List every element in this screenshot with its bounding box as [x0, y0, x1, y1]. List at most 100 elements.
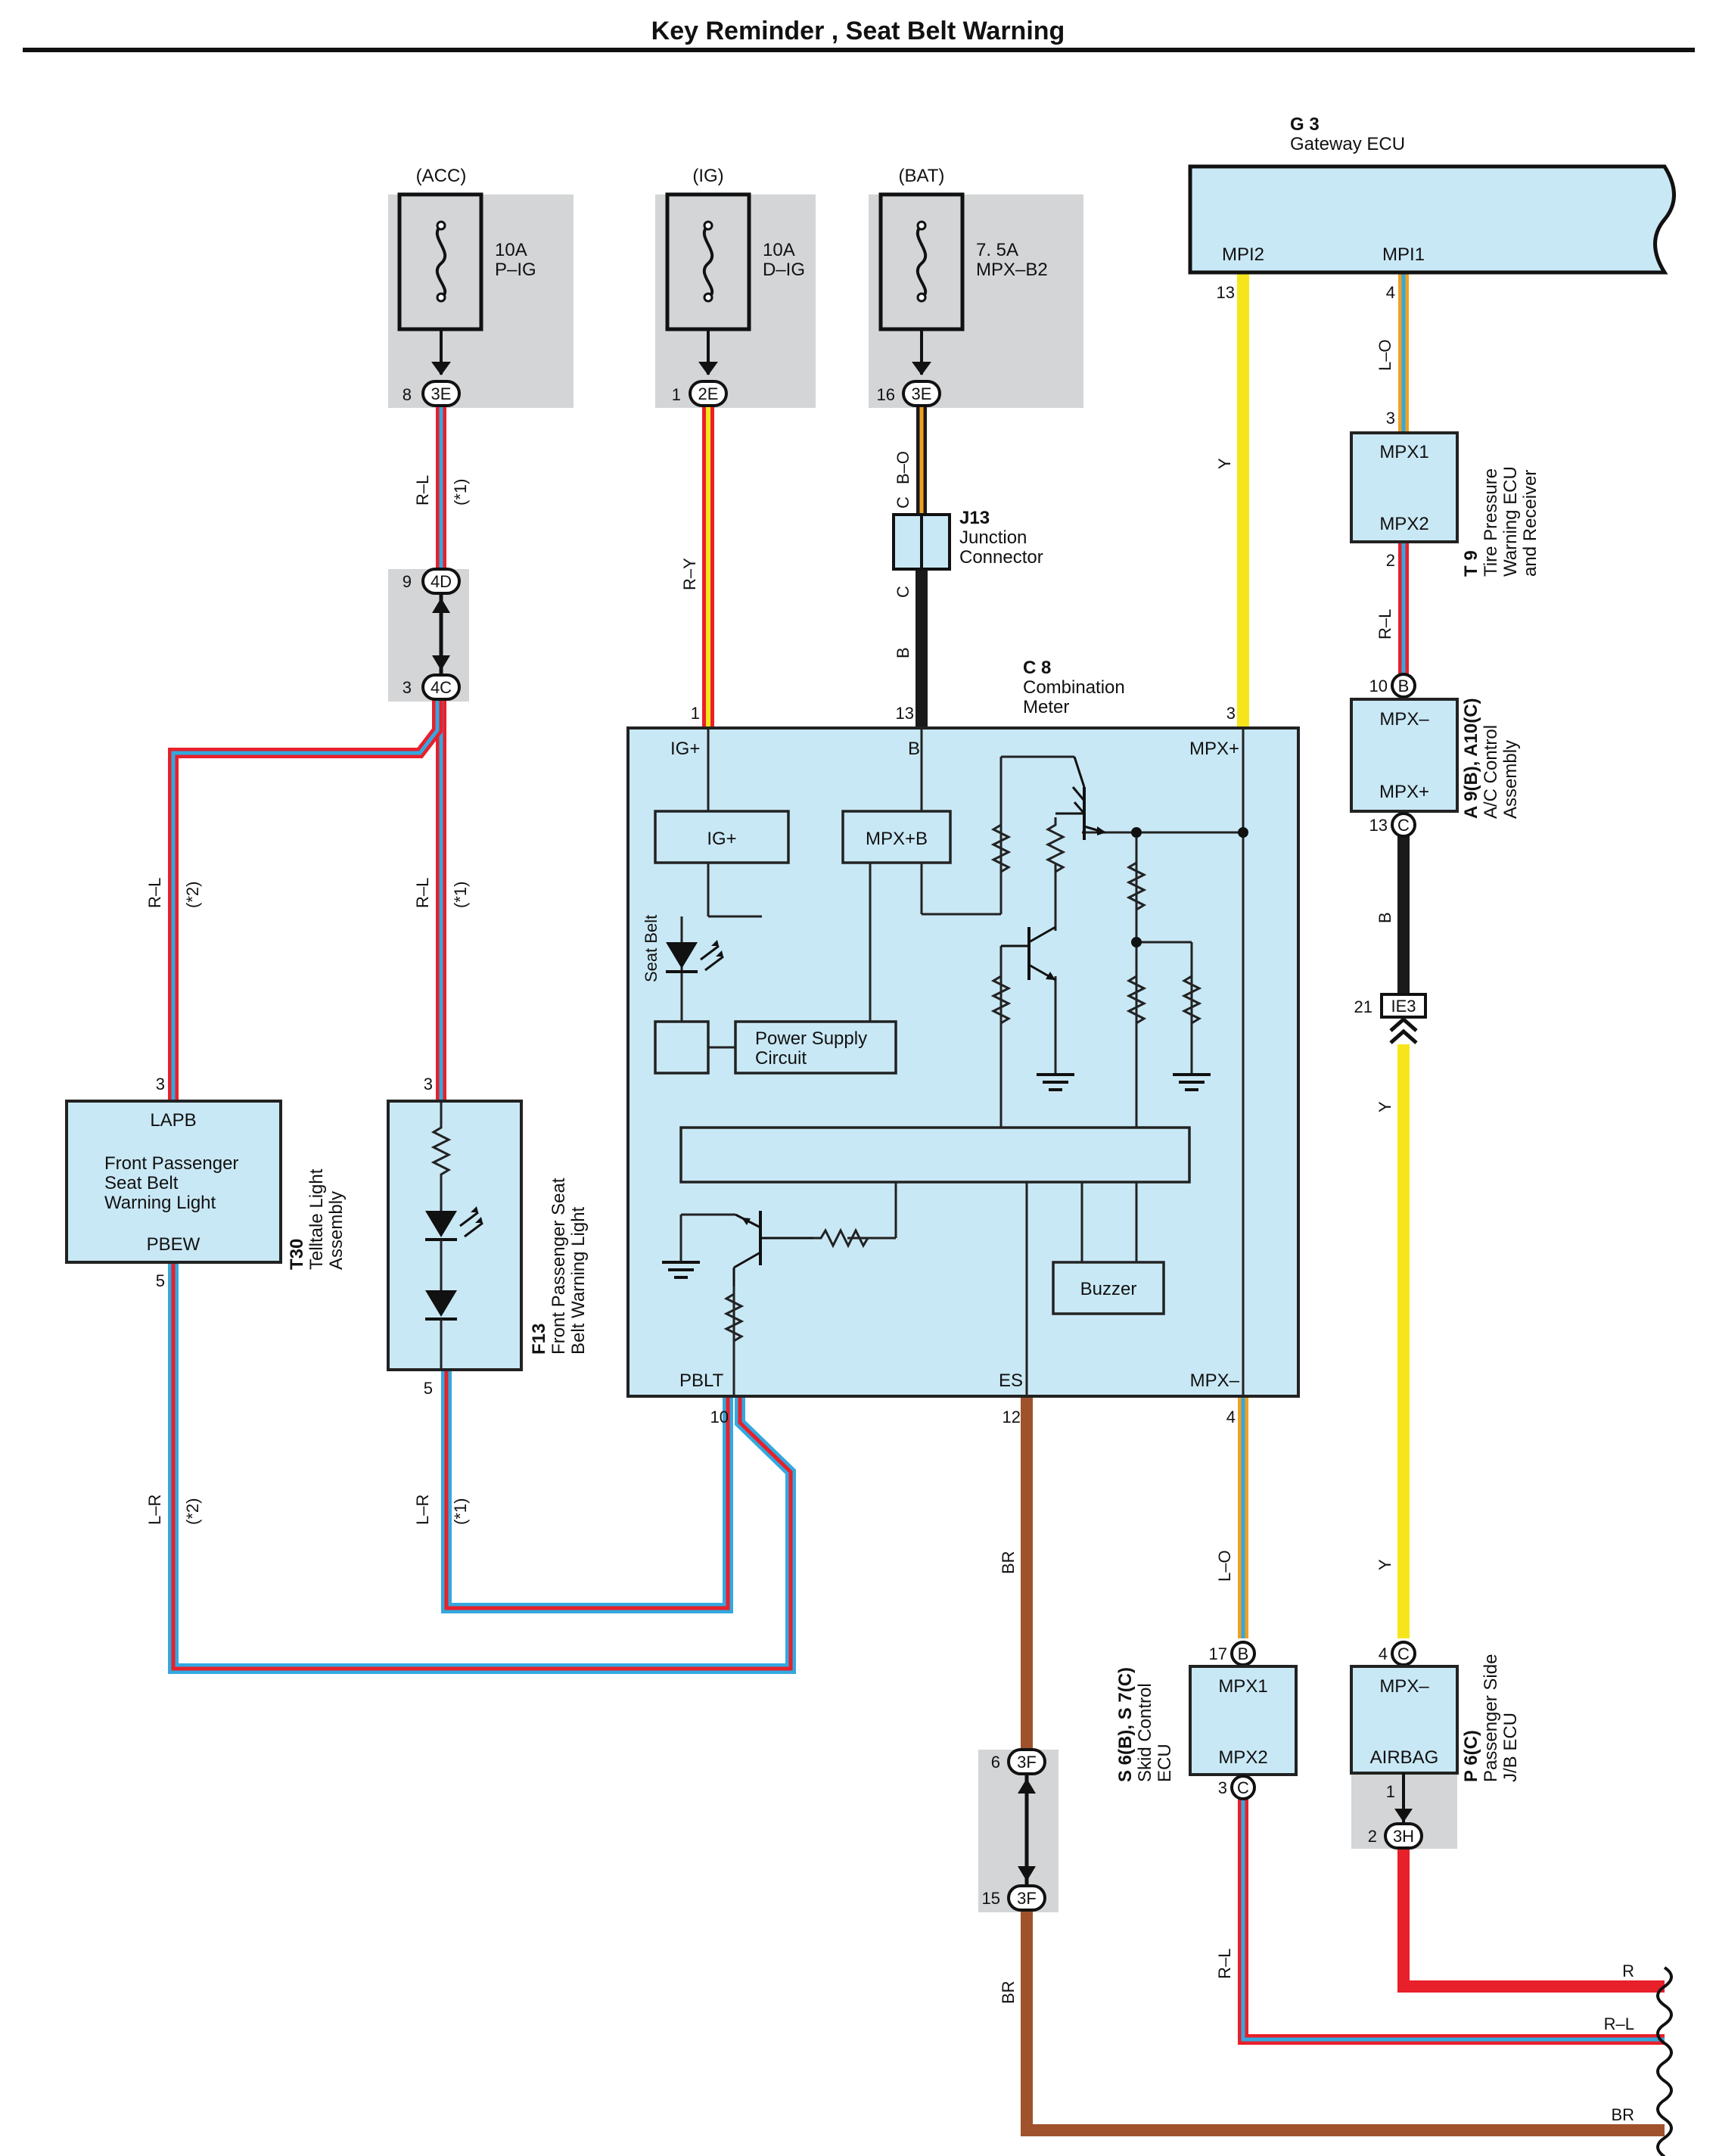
- pin-3h: 2: [1368, 1827, 1377, 1846]
- skid-mpx1: MPX1: [1218, 1676, 1267, 1697]
- ground-symbol: [662, 1213, 735, 1279]
- ground-symbol: [1173, 1059, 1211, 1091]
- pin-ie3: 21: [1354, 997, 1372, 1016]
- t30-telltale-assembly: [65, 1100, 282, 1264]
- gateway-code: G 3: [1290, 114, 1320, 135]
- svg-text:and Receiver: and Receiver: [1520, 470, 1540, 577]
- wire-break-mark: [1656, 1966, 1673, 2156]
- wire-label-bo: B–O: [894, 451, 912, 484]
- meter-b: B: [908, 739, 920, 759]
- svg-text:Assembly: Assembly: [326, 1191, 347, 1270]
- resistor-7: [813, 1227, 875, 1249]
- svg-text:A 9(B), A10(C): A 9(B), A10(C): [1461, 698, 1481, 819]
- pin-meter-mpxm: 4: [1226, 1408, 1236, 1426]
- transistor-top: [1055, 756, 1106, 840]
- meter-igp: IG+: [670, 739, 700, 759]
- wire-label-y: Y: [1376, 1101, 1394, 1112]
- fuse-bat-rating: 7. 5A: [976, 240, 1018, 260]
- wire-3h-r: [1397, 1849, 1665, 1993]
- fuse-acc-supply: (ACC): [416, 166, 467, 186]
- fuse-bat-supply: (BAT): [899, 166, 945, 186]
- fuse-acc: [397, 192, 483, 375]
- page-title: Key Reminder , Seat Belt Warning: [651, 17, 1065, 45]
- pin-jb-top: 4: [1379, 1644, 1388, 1663]
- meter-name1: Combination: [1023, 677, 1125, 698]
- transistor-bottom: [732, 1211, 813, 1286]
- svg-text:Assembly: Assembly: [1500, 740, 1521, 819]
- bat-fuse-panel: [869, 194, 1083, 408]
- t30-line3: Warning Light: [104, 1193, 216, 1213]
- fuse-bat-name: MPX–B2: [976, 260, 1048, 280]
- wire-label-b: B: [1376, 912, 1394, 923]
- gateway-mpi2: MPI2: [1222, 244, 1264, 265]
- fuse-acc-rating: 10A: [495, 240, 527, 260]
- pin-mpi1: 4: [1386, 283, 1395, 302]
- seat-belt-led: [666, 916, 724, 1022]
- skid-connector-c: C: [1230, 1775, 1256, 1800]
- pin-ac-top: 10: [1369, 677, 1388, 695]
- meter-mpxm: MPX–: [1190, 1370, 1240, 1391]
- buzzer-label: Buzzer: [1080, 1279, 1137, 1299]
- connector-3h: 3H: [1384, 1822, 1423, 1850]
- ac-control-assembly: [1350, 698, 1459, 813]
- fuse-acc-name: P–IG: [495, 260, 536, 280]
- junction-dot: [1238, 827, 1248, 838]
- pin-meter-igp: 1: [691, 704, 700, 723]
- svg-text:Skid Control: Skid Control: [1135, 1683, 1155, 1782]
- power-supply-label2: Circuit: [755, 1048, 807, 1069]
- svg-text:J/B ECU: J/B ECU: [1500, 1713, 1521, 1782]
- resistor-4: [990, 969, 1012, 1031]
- svg-text:C: C: [1397, 1644, 1410, 1663]
- fuse-bat: [878, 192, 965, 375]
- wire-label-star2: (*2): [183, 1498, 202, 1525]
- gateway-name: Gateway ECU: [1290, 134, 1405, 154]
- connector-3f-arrow: [1018, 1775, 1036, 1884]
- pin-jb-bottom: 1: [1386, 1782, 1395, 1801]
- svg-text:Belt Warning Light: Belt Warning Light: [568, 1206, 589, 1355]
- power-supply-circuit: [734, 1020, 897, 1075]
- t30-line2: Seat Belt: [104, 1173, 179, 1193]
- resistor-8: [723, 1286, 745, 1349]
- resistor-3: [1126, 855, 1147, 917]
- svg-text:IE3: IE3: [1391, 997, 1416, 1016]
- skid-control-ecu: [1189, 1665, 1298, 1776]
- jb-label: P 6(C) Passenger Side J/B ECU: [1461, 1654, 1521, 1782]
- buzzer: [1052, 1261, 1165, 1315]
- gateway-mpi1: MPI1: [1382, 244, 1425, 265]
- meter-mpxb-block: [841, 810, 952, 864]
- wire-4c-t30: [168, 700, 443, 1101]
- pin-3f-top: 6: [991, 1753, 1000, 1772]
- svg-text:S 6(B), S 7(C): S 6(B), S 7(C): [1115, 1667, 1136, 1782]
- wire-label-rl: R–L: [413, 475, 432, 506]
- pin-4d: 9: [403, 572, 412, 591]
- connector-3e-acc: 3E: [421, 380, 461, 407]
- connector-ie3: IE3: [1380, 993, 1427, 1044]
- pin-t30-bottom: 5: [156, 1271, 165, 1290]
- svg-text:T 9: T 9: [1461, 550, 1481, 577]
- wire-label-br: BR: [999, 1551, 1018, 1574]
- wire-label-b: B: [894, 647, 912, 658]
- tpms-ecu: [1350, 431, 1459, 543]
- fuse-ig-supply: (IG): [692, 166, 723, 186]
- ac-mpxm: MPX–: [1379, 709, 1429, 730]
- ig-fuse-panel: [655, 194, 816, 408]
- resistor-6: [1181, 969, 1202, 1031]
- meter-bus-bar: [679, 1126, 1191, 1184]
- pin-bat: 16: [877, 385, 895, 404]
- svg-text:Telltale Light: Telltale Light: [306, 1168, 327, 1270]
- svg-text:B: B: [1238, 1644, 1249, 1663]
- fuse-ig-name: D–IG: [763, 260, 805, 280]
- wire-label-rl: R–L: [1604, 2014, 1634, 2033]
- j13-name1: Junction: [959, 527, 1027, 548]
- pin-ac-bottom: 13: [1369, 816, 1388, 835]
- pin-tpms-top: 3: [1386, 409, 1395, 428]
- meter-es: ES: [999, 1370, 1023, 1391]
- svg-text:3E: 3E: [431, 384, 452, 403]
- wire-label-lr: L–R: [413, 1495, 432, 1525]
- pin-meter-mpxp: 3: [1226, 704, 1236, 723]
- svg-text:Passenger Side: Passenger Side: [1481, 1654, 1501, 1782]
- fuse-ig-rating: 10A: [763, 240, 795, 260]
- connector-3f-top: 3F: [1007, 1748, 1046, 1775]
- junction-dot: [1131, 937, 1142, 947]
- fuse-ig: [665, 192, 751, 375]
